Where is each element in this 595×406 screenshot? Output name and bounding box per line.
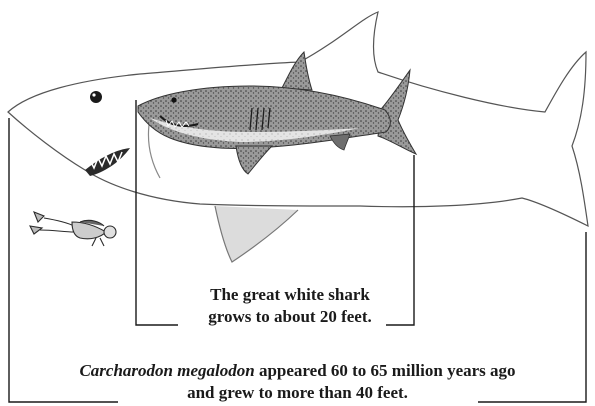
megalodon-jaw <box>85 148 130 176</box>
megalodon-species-name: Carcharodon megalodon <box>79 361 254 380</box>
megalodon-caption-line2: and grew to more than 40 feet. <box>187 383 408 402</box>
megalodon-pectoral-fin <box>215 206 298 262</box>
megalodon-caption: Carcharodon megalodon appeared 60 to 65 … <box>0 360 595 404</box>
great-white-pelvic-fin <box>330 134 350 150</box>
great-white-eye <box>171 97 176 102</box>
great-white-pectoral-fin <box>236 146 272 174</box>
scuba-diver <box>30 212 116 246</box>
great-white-caption-line2: grows to about 20 feet. <box>208 307 372 326</box>
megalodon-caption-line1: appeared 60 to 65 million years ago <box>259 361 516 380</box>
great-white-caption: The great white shark grows to about 20 … <box>160 284 420 328</box>
megalodon-eye <box>90 91 102 103</box>
great-white-caption-line1: The great white shark <box>210 285 370 304</box>
